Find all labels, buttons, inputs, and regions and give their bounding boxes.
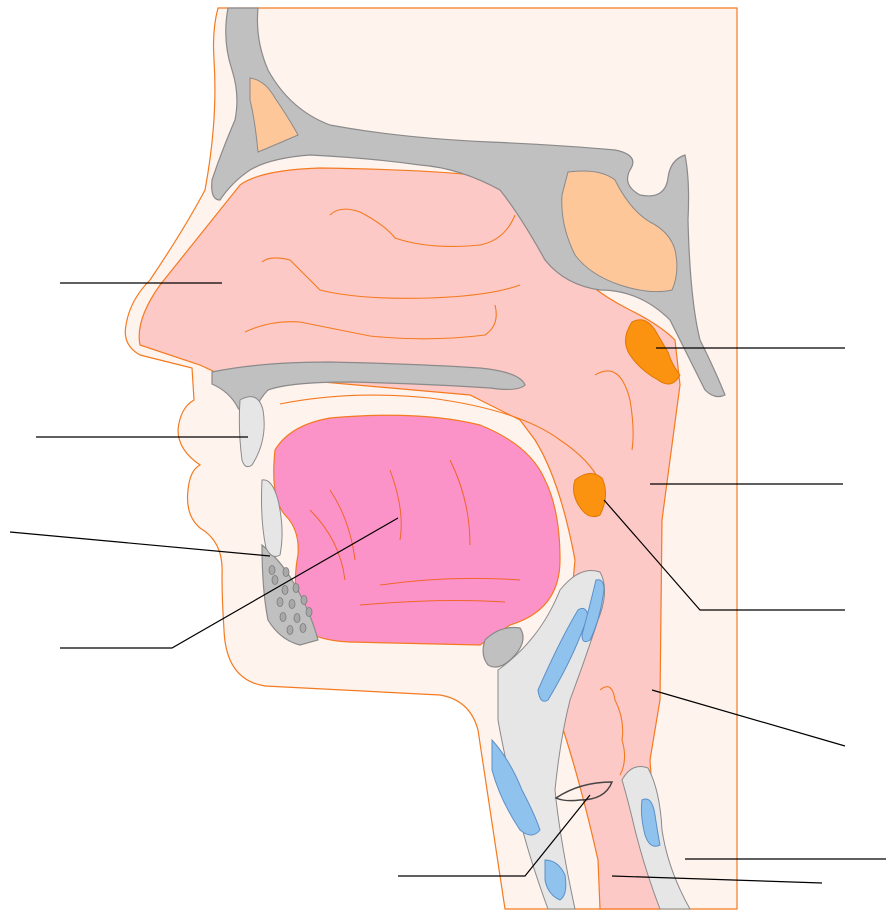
trabecula-8 xyxy=(306,608,312,617)
trabecula-9 xyxy=(287,626,293,635)
trabecula-2 xyxy=(293,584,299,593)
tongue xyxy=(274,415,560,645)
trabecula-1 xyxy=(282,586,288,595)
trabecula-5 xyxy=(301,596,307,605)
trabecula-7 xyxy=(294,614,300,623)
trabecula-10 xyxy=(300,624,306,633)
trabecula-3 xyxy=(277,598,283,607)
trabecula-0 xyxy=(272,576,278,585)
trabecula-6 xyxy=(280,613,286,622)
trabecula-12 xyxy=(283,568,289,577)
trabecula-4 xyxy=(289,600,295,609)
trabecula-11 xyxy=(269,566,275,575)
